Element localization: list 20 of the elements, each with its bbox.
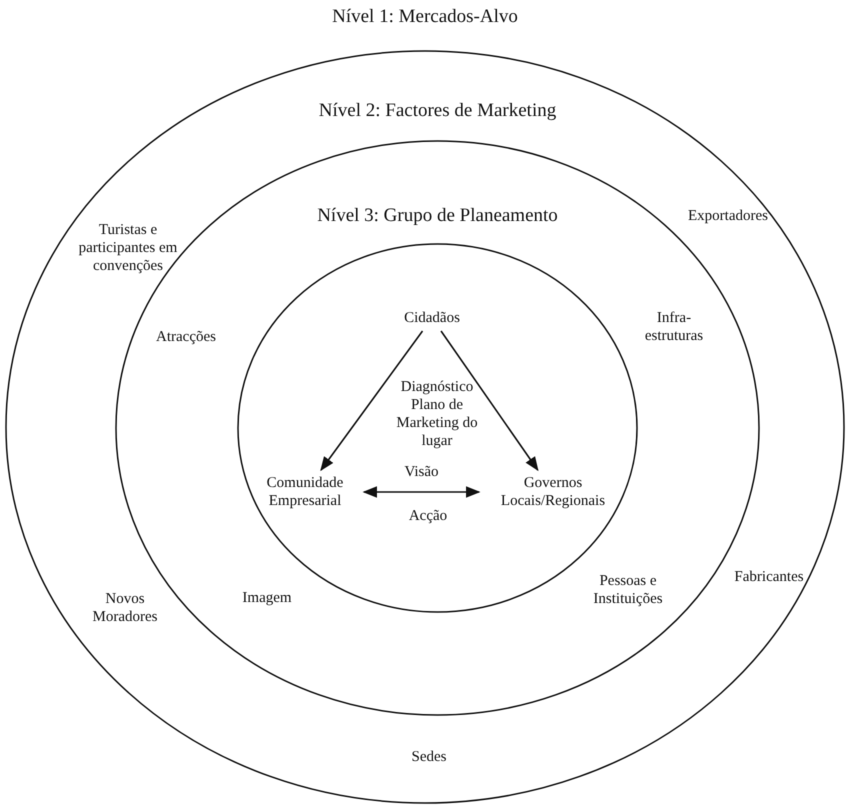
group-label: Cidadãos — [387, 309, 477, 327]
ring-title: Nível 1: Mercados-Alvo — [331, 6, 519, 28]
ring-label: Pessoas e Instituições — [592, 572, 664, 608]
ring-label: Sedes — [410, 748, 448, 766]
ring-label: Turistas e participantes em convenções — [78, 221, 178, 275]
ring-label: Exportadores — [687, 207, 769, 225]
ring-label: Infra-estruturas — [644, 309, 704, 345]
ring-label: Diagnóstico Plano de Marketing do lugar — [395, 378, 479, 450]
ring-label: Fabricantes — [733, 568, 805, 586]
ring-title: Nível 2: Factores de Marketing — [318, 100, 558, 122]
ring-label: Novos Moradores — [92, 590, 158, 626]
arrow — [440, 330, 539, 472]
group-label: Governos Locais/Regionais — [483, 474, 623, 510]
ring-label: Acção — [408, 507, 448, 525]
group-label: Comunidade Empresarial — [250, 474, 360, 510]
ring-label: Imagem — [241, 589, 293, 607]
ring-label: Atracções — [155, 328, 217, 346]
arrow — [320, 330, 424, 472]
arrow — [362, 486, 480, 498]
ring-title: Nível 3: Grupo de Planeamento — [316, 205, 559, 227]
